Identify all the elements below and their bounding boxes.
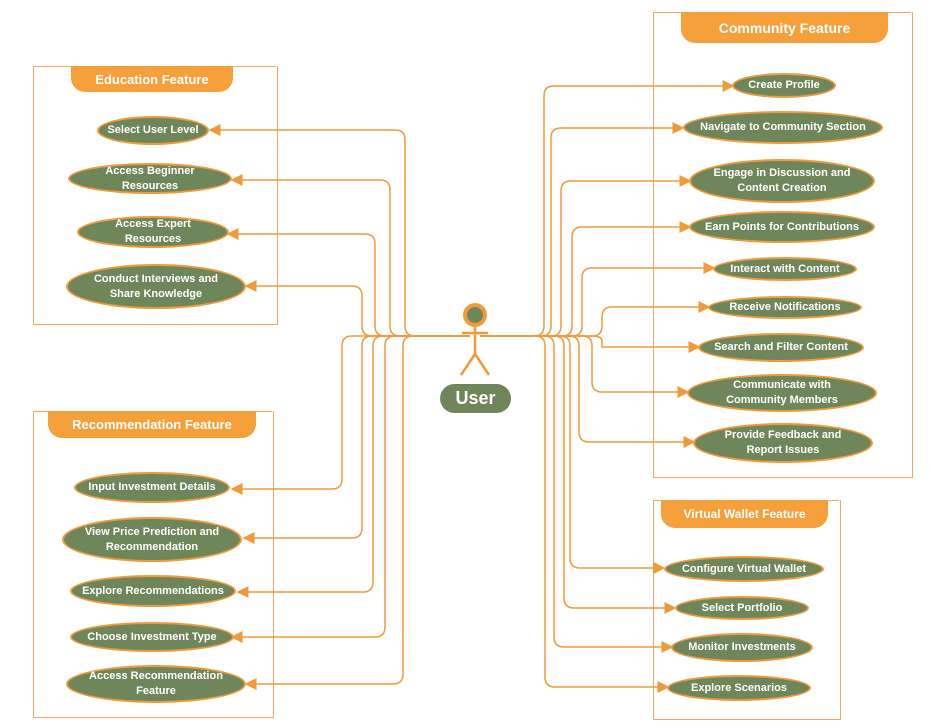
community-frame-top-left	[653, 12, 681, 13]
use-case-select-user-level[interactable]: Select User Level	[97, 116, 209, 145]
link-earn-points	[480, 221, 692, 337]
use-case-explore-recommendations[interactable]: Explore Recommendations	[70, 575, 236, 607]
community-group-title: Community Feature	[681, 12, 888, 43]
use-case-choose-investment-type[interactable]: Choose Investment Type	[70, 622, 234, 652]
user-actor-label: User	[440, 384, 511, 413]
use-case-conduct-interviews[interactable]: Conduct Interviews and Share Knowledge	[66, 264, 246, 309]
use-case-configure-virtual-wallet[interactable]: Configure Virtual Wallet	[664, 556, 824, 582]
use-case-search-filter-content[interactable]: Search and Filter Content	[698, 333, 864, 362]
use-case-earn-points[interactable]: Earn Points for Contributions	[689, 211, 875, 243]
wallet-group-title: Virtual Wallet Feature	[661, 500, 828, 528]
link-conduct-interviews	[244, 280, 470, 337]
link-provide-feedback	[480, 335, 696, 448]
link-engage-discussion	[480, 175, 692, 337]
education-group-title: Education Feature	[71, 66, 233, 92]
link-explore-recommendations	[236, 335, 470, 598]
use-case-input-investment-details[interactable]: Input Investment Details	[74, 472, 230, 503]
use-case-receive-notifications[interactable]: Receive Notifications	[708, 296, 862, 319]
use-case-interact-with-content[interactable]: Interact with Content	[713, 257, 857, 281]
use-case-monitor-investments[interactable]: Monitor Investments	[671, 633, 813, 662]
education-frame-top-left	[33, 66, 71, 67]
use-case-access-recommendation-feature[interactable]: Access Recommendation Feature	[66, 665, 246, 703]
recommendation-group-title: Recommendation Feature	[48, 411, 256, 438]
link-access-recommendation	[244, 335, 470, 690]
link-view-price-prediction	[242, 335, 470, 544]
use-case-explore-scenarios[interactable]: Explore Scenarios	[667, 675, 811, 701]
link-interact-content	[480, 262, 716, 337]
link-select-portfolio	[480, 335, 677, 614]
use-case-provide-feedback[interactable]: Provide Feedback and Report Issues	[693, 423, 873, 463]
recommendation-frame-top-right	[256, 411, 272, 412]
recommendation-frame-top-left	[33, 411, 48, 412]
community-frame-top-right	[888, 12, 911, 13]
user-actor-icon	[459, 303, 491, 376]
use-case-view-price-prediction[interactable]: View Price Prediction and Recommendation	[62, 517, 242, 562]
link-monitor-investments	[480, 335, 674, 653]
use-case-navigate-community-section[interactable]: Navigate to Community Section	[683, 111, 883, 144]
link-configure-wallet	[480, 335, 666, 574]
education-frame-top-right	[233, 66, 276, 67]
wallet-frame-top-right	[828, 500, 839, 501]
link-access-expert	[226, 228, 470, 337]
use-case-access-beginner-resources[interactable]: Access Beginner Resources	[68, 163, 232, 194]
link-communicate-members	[480, 335, 690, 398]
link-explore-scenarios	[480, 335, 670, 693]
use-case-select-portfolio[interactable]: Select Portfolio	[675, 596, 809, 620]
link-access-beginner	[230, 174, 470, 337]
link-select-user-level	[208, 124, 470, 337]
use-case-engage-discussion[interactable]: Engage in Discussion and Content Creatio…	[689, 159, 875, 203]
link-search-filter	[480, 335, 701, 353]
link-choose-investment-type	[230, 335, 470, 643]
wallet-frame-top-left	[653, 500, 661, 501]
use-case-create-profile[interactable]: Create Profile	[732, 73, 836, 98]
link-receive-notifications	[480, 301, 711, 337]
link-input-investment	[230, 335, 470, 495]
use-case-access-expert-resources[interactable]: Access Expert Resources	[77, 216, 229, 248]
use-case-communicate-members[interactable]: Communicate with Community Members	[687, 374, 877, 412]
